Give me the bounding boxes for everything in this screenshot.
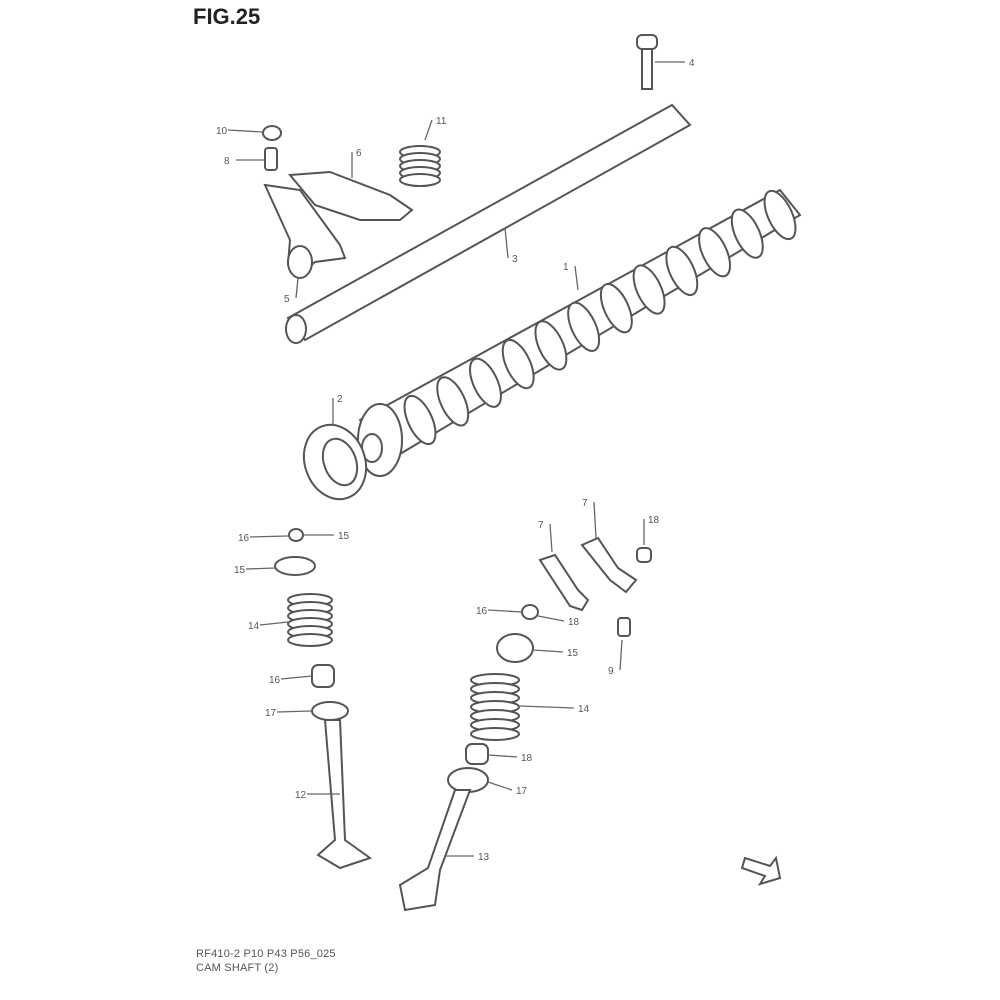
leader-line (245, 567, 276, 570)
leader-line (249, 535, 289, 538)
part-rocker-7a (538, 553, 590, 612)
part-valve-12 (316, 719, 373, 870)
callout-label: 2 (337, 394, 343, 405)
leader-line (549, 523, 553, 553)
part-bolt (636, 34, 658, 90)
part-rocker-arm-6 (287, 170, 414, 221)
callout-label: 5 (284, 294, 290, 305)
leader-line (593, 501, 597, 539)
callout-label: 9 (608, 666, 614, 677)
callout-label: 3 (512, 254, 518, 265)
part-retainer (274, 556, 316, 576)
leader-line (487, 781, 513, 791)
front-direction-arrow-icon (740, 855, 782, 886)
callout-label: 16 (238, 533, 250, 544)
callout-label: 14 (248, 621, 260, 632)
leader-line (519, 705, 575, 709)
callout-label: 13 (478, 852, 490, 863)
part-rocker-shaft (285, 103, 692, 344)
callout-label: 12 (295, 790, 307, 801)
callout-label: 6 (356, 148, 362, 159)
part-valve-spring (287, 593, 333, 647)
callout-label: 18 (521, 753, 533, 764)
callout-label: 18 (568, 617, 580, 628)
leader-line (532, 649, 564, 653)
leader-line (227, 129, 263, 133)
leader-line (487, 609, 523, 613)
part-spring-11 (399, 145, 441, 187)
callout-label: 10 (216, 126, 228, 137)
callout-label: 4 (689, 58, 695, 69)
part-seal-ring (302, 423, 368, 501)
callout-label: 17 (516, 786, 528, 797)
leader-line (280, 675, 313, 680)
part-valve-seal (311, 664, 335, 688)
caption-code: RF410-2 P10 P43 P56_025 (196, 948, 336, 960)
callout-label: 1 (563, 262, 569, 273)
leader-line (424, 119, 433, 141)
part-adjust-screw (264, 147, 278, 171)
leader-line (259, 621, 289, 626)
part-retainer-right (496, 633, 534, 663)
callout-label: 16 (476, 606, 488, 617)
part-rocker-7b (580, 536, 638, 594)
callout-label: 8 (224, 156, 230, 167)
callout-label: 14 (578, 704, 590, 715)
callout-label: 18 (648, 515, 660, 526)
leader-line (574, 265, 579, 291)
part-nut (262, 125, 282, 141)
callout-label: 15 (234, 565, 246, 576)
part-valve-13 (398, 789, 472, 912)
callout-label: 17 (265, 708, 277, 719)
part-adjust-screw-9 (617, 617, 631, 637)
callout-label: 15 (338, 531, 350, 542)
part-rocker-arm-5 (263, 183, 347, 277)
leader-line (276, 710, 313, 713)
callout-label: 11 (436, 116, 447, 127)
callout-label: 15 (567, 648, 579, 659)
figure-title: FIG.25 (193, 4, 261, 29)
part-camshaft (357, 188, 802, 477)
part-spring-seat (311, 701, 349, 721)
leader-line (504, 227, 509, 259)
leader-line (619, 639, 623, 671)
leader-line (537, 615, 565, 622)
caption-title: CAM SHAFT (2) (196, 962, 279, 974)
part-cotter (288, 528, 304, 542)
leader-line (295, 277, 299, 299)
callout-label: 16 (269, 675, 281, 686)
part-valve-spring-right (470, 673, 520, 741)
callout-label: 7 (538, 520, 544, 531)
leader-line (487, 754, 518, 758)
callout-label: 7 (582, 498, 588, 509)
